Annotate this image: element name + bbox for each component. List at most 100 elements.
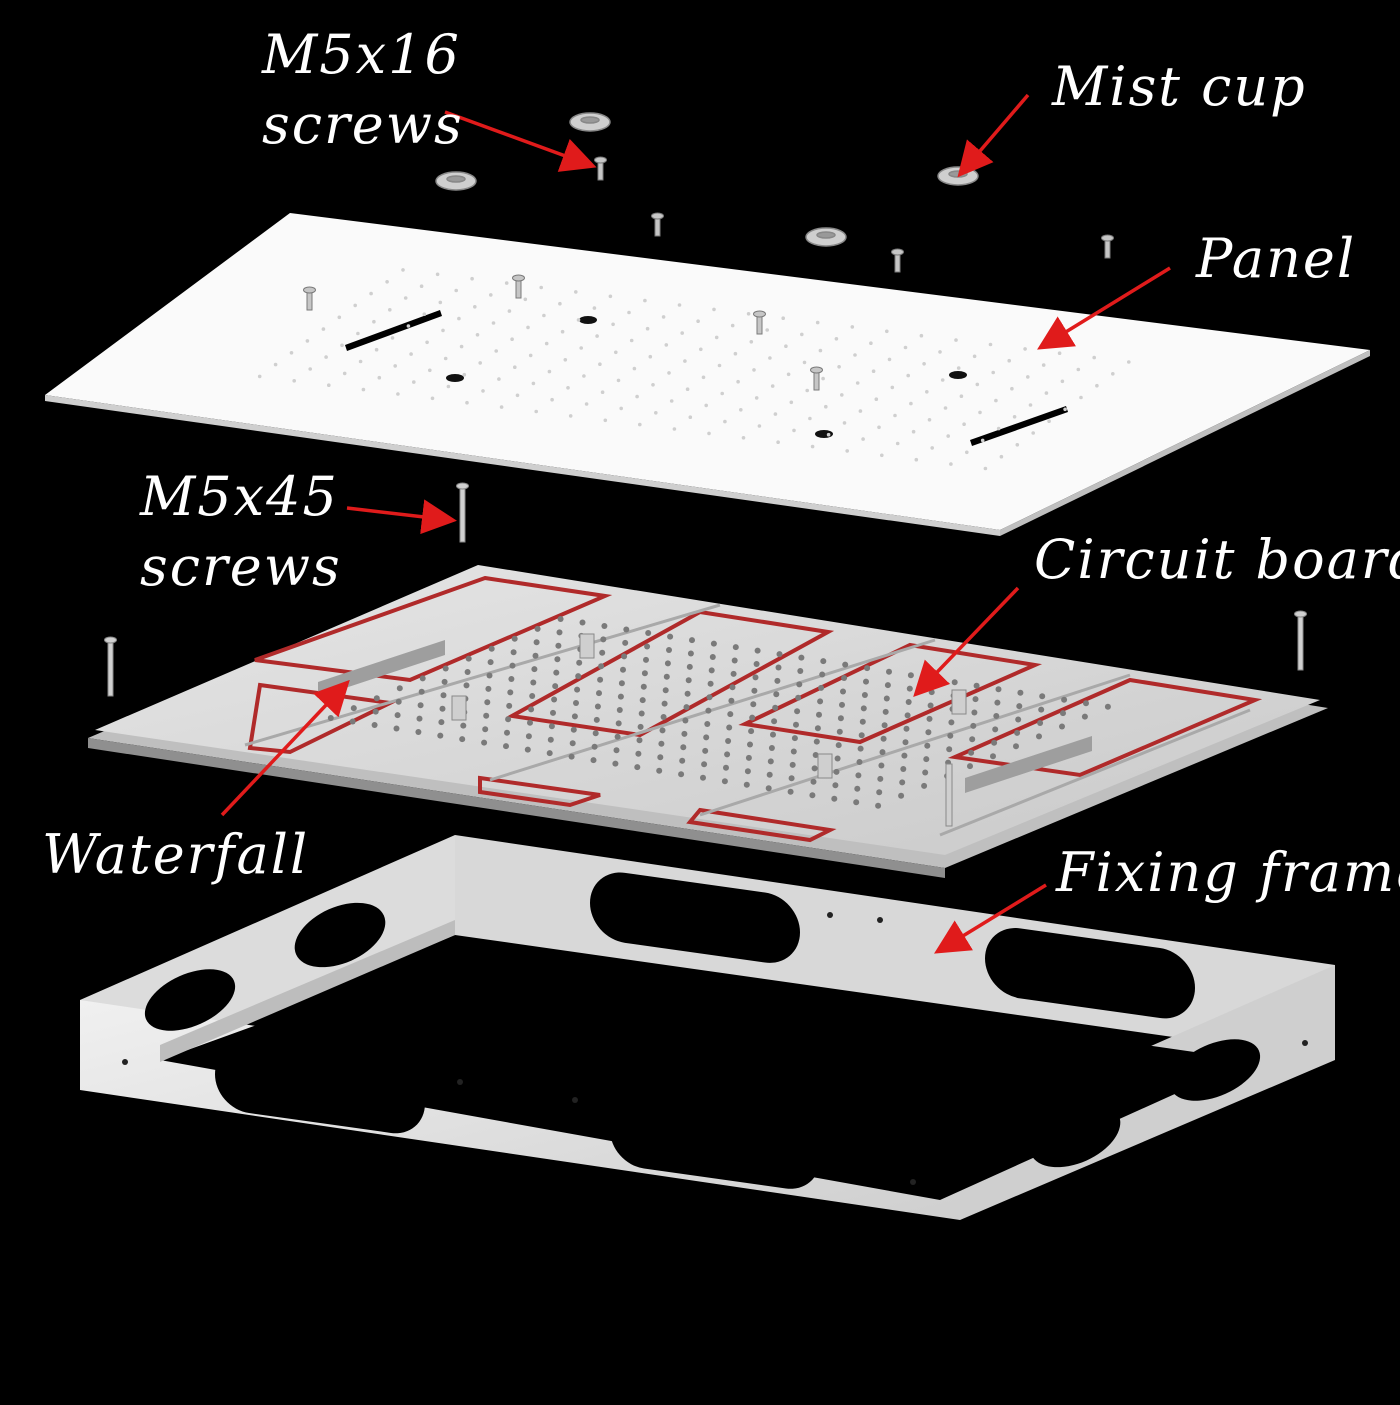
panel-nozzle-dot (895, 441, 900, 446)
board-nozzle (745, 754, 752, 761)
board-nozzle (682, 717, 689, 724)
board-nozzle (990, 753, 996, 760)
board-nozzle (875, 802, 882, 809)
panel-nozzle-dot (685, 387, 690, 392)
board-nozzle (973, 682, 980, 689)
board-nozzle (721, 778, 728, 785)
panel-nozzle-dot (776, 440, 780, 445)
board-nozzle (531, 666, 538, 673)
panel-nozzle-dot (369, 291, 373, 296)
board-nozzle (707, 680, 714, 687)
panel-nozzle-dot (815, 320, 820, 325)
panel-nozzle-dot (305, 339, 310, 343)
panel-nozzle-dot (669, 399, 674, 403)
panel-nozzle-dot (927, 418, 932, 422)
m5x16-screws (303, 156, 1114, 391)
panel-nozzle-dot (412, 380, 416, 384)
board-nozzle (579, 619, 586, 626)
board-nozzle (599, 649, 606, 656)
board-nozzle (992, 726, 999, 733)
panel-nozzle-dot (499, 405, 504, 409)
arrow-m5x45 (346, 499, 457, 535)
board-nozzle (708, 667, 715, 674)
board-nozzle (703, 734, 710, 741)
panel-nozzle-dot (956, 366, 961, 370)
label-mist-cup: Mist cup (1052, 55, 1307, 118)
board-nozzle (726, 724, 733, 731)
panel-nozzle-dot (340, 343, 344, 348)
panel-nozzle-dot (930, 446, 934, 450)
board-nozzle (817, 698, 824, 705)
panel-nozzle-dot (943, 406, 948, 410)
board-nozzle (441, 678, 448, 685)
board-nozzle (877, 775, 884, 782)
panel-nozzle-dot (749, 340, 754, 344)
board-nozzle (481, 739, 488, 746)
board-nozzle (854, 785, 861, 792)
panel-nozzle-dot (664, 343, 669, 347)
panel-nozzle-dot (770, 384, 775, 388)
panel-nozzle-dot (560, 329, 565, 334)
board-nozzle (766, 771, 773, 778)
board-nozzle (743, 781, 750, 788)
board-nozzle (552, 683, 559, 690)
board-nozzle (373, 695, 380, 702)
panel-nozzle-dot (877, 425, 881, 430)
board-nozzle (993, 713, 1000, 719)
label-m5x16-line1: M5x16 (262, 23, 461, 86)
panel-nozzle-dot (1092, 355, 1096, 360)
board-nozzle (656, 767, 663, 774)
board-nozzle (546, 750, 553, 757)
panel-nozzle-dot (680, 331, 684, 335)
board-nozzle (415, 729, 422, 735)
panel-nozzle-dot (356, 331, 360, 336)
panel-nozzle-dot (996, 426, 1001, 431)
panel-nozzle-dot (805, 388, 809, 393)
panel-nozzle-dot (845, 449, 849, 453)
board-nozzle (724, 751, 731, 758)
label-waterfall: Waterfall (42, 823, 310, 886)
board-nozzle (1015, 716, 1022, 723)
panel-nozzle-dot (374, 347, 379, 352)
board-nozzle (860, 705, 867, 712)
board-nozzle (659, 727, 666, 734)
board-nozzle (994, 699, 1001, 706)
board-nozzle (898, 792, 905, 799)
board-nozzle (839, 701, 845, 708)
panel-nozzle-dot (773, 412, 778, 416)
board-nozzle (576, 659, 583, 666)
board-nozzle (1059, 723, 1065, 730)
panel-nozzle-dot (654, 411, 658, 415)
board-nozzle (921, 782, 928, 789)
board-nozzle (995, 686, 1002, 693)
panel-nozzle-dot (358, 359, 363, 364)
arrow-circuit-board (913, 586, 1020, 698)
panel-nozzle-dot (765, 328, 769, 332)
board-nozzle (753, 661, 760, 667)
board-nozzle (876, 789, 883, 796)
board-nozzle (556, 629, 563, 636)
board-nozzle (527, 719, 533, 726)
board-nozzle (857, 745, 864, 752)
board-nozzle (886, 668, 892, 675)
panel-nozzle-dot (627, 310, 631, 315)
panel-nozzle-dot (337, 315, 342, 320)
board-nozzle (509, 662, 516, 669)
board-nozzle (725, 738, 732, 744)
board-nozzle (771, 718, 778, 725)
board-nozzle (643, 656, 649, 663)
board-nozzle (882, 708, 889, 715)
board-nozzle (416, 715, 423, 722)
board-nozzle (570, 726, 577, 733)
board-nozzle (818, 684, 825, 691)
panel (45, 213, 1370, 536)
board-nozzle (855, 772, 862, 779)
board-nozzle (660, 714, 667, 720)
panel-nozzle-dot (736, 379, 740, 384)
panel-nozzle-dot (327, 383, 331, 388)
board-nozzle (861, 692, 868, 698)
board-nozzle (709, 654, 716, 660)
m5x45-screws (104, 482, 1307, 697)
panel-nozzle-dot (504, 281, 509, 285)
board-nozzle (899, 779, 906, 786)
